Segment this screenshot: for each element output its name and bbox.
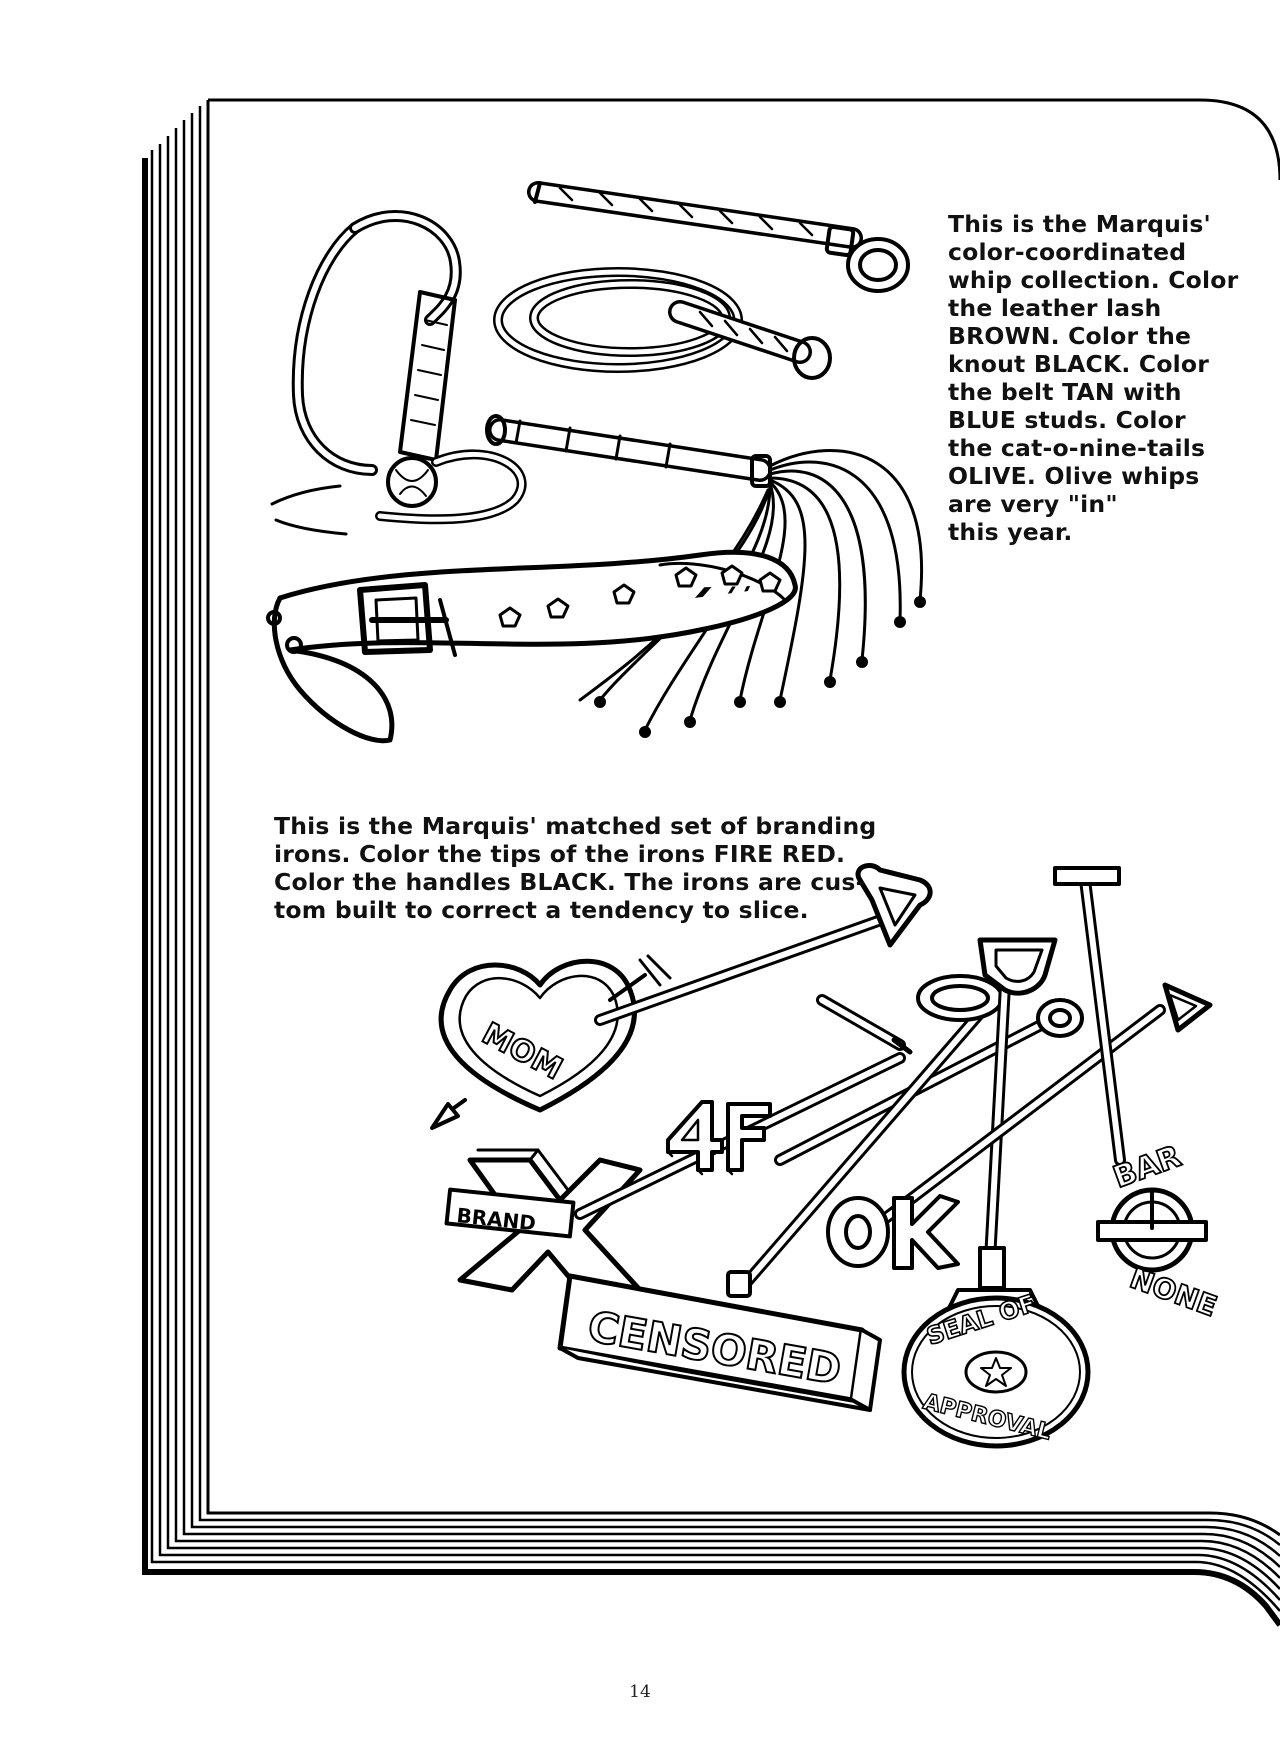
- page-number: 14: [629, 1682, 651, 1702]
- bar-none-brand: [1096, 1187, 1208, 1273]
- caption-line: This is the Marquis' matched set of bran…: [274, 812, 877, 840]
- caption-line: knout BLACK. Color: [948, 350, 1210, 378]
- mom-heart-brand: [438, 958, 637, 1113]
- caption-line: Color the handles BLACK. The irons are c…: [274, 868, 866, 896]
- caption-line: BROWN. Color the: [948, 322, 1192, 350]
- branding-irons-illustration: [430, 863, 1213, 1449]
- caption-line: this year.: [948, 518, 1073, 546]
- caption-line: color-coordinated: [948, 238, 1187, 266]
- caption-line: irons. Color the tips of the irons FIRE …: [274, 840, 846, 868]
- whip-collection-caption: This is the Marquis' color-coordinated w…: [948, 210, 1238, 546]
- book-frame: [142, 98, 1280, 1627]
- branding-irons-caption: This is the Marquis' matched set of bran…: [274, 812, 876, 924]
- caption-line: the cat-o-nine-tails: [948, 434, 1206, 462]
- caption-line: BLUE studs. Color: [948, 406, 1186, 434]
- caption-line: the leather lash: [948, 294, 1162, 322]
- caption-line: the belt TAN with: [948, 378, 1182, 406]
- whip-illustration: [266, 181, 926, 744]
- seal-of-approval-brand: [901, 1295, 1091, 1449]
- caption-line: tom built to correct a tendency to slice…: [274, 896, 809, 924]
- caption-line: This is the Marquis': [948, 210, 1211, 238]
- caption-line: whip collection. Color: [948, 266, 1239, 294]
- four-f-brand: [666, 1100, 772, 1176]
- ok-brand: [826, 1194, 960, 1270]
- censored-brand: [557, 1273, 882, 1412]
- bar-bottom-label: NONE: [1126, 1262, 1222, 1324]
- caption-line: are very "in": [948, 490, 1118, 518]
- caption-line: OLIVE. Olive whips: [948, 462, 1200, 490]
